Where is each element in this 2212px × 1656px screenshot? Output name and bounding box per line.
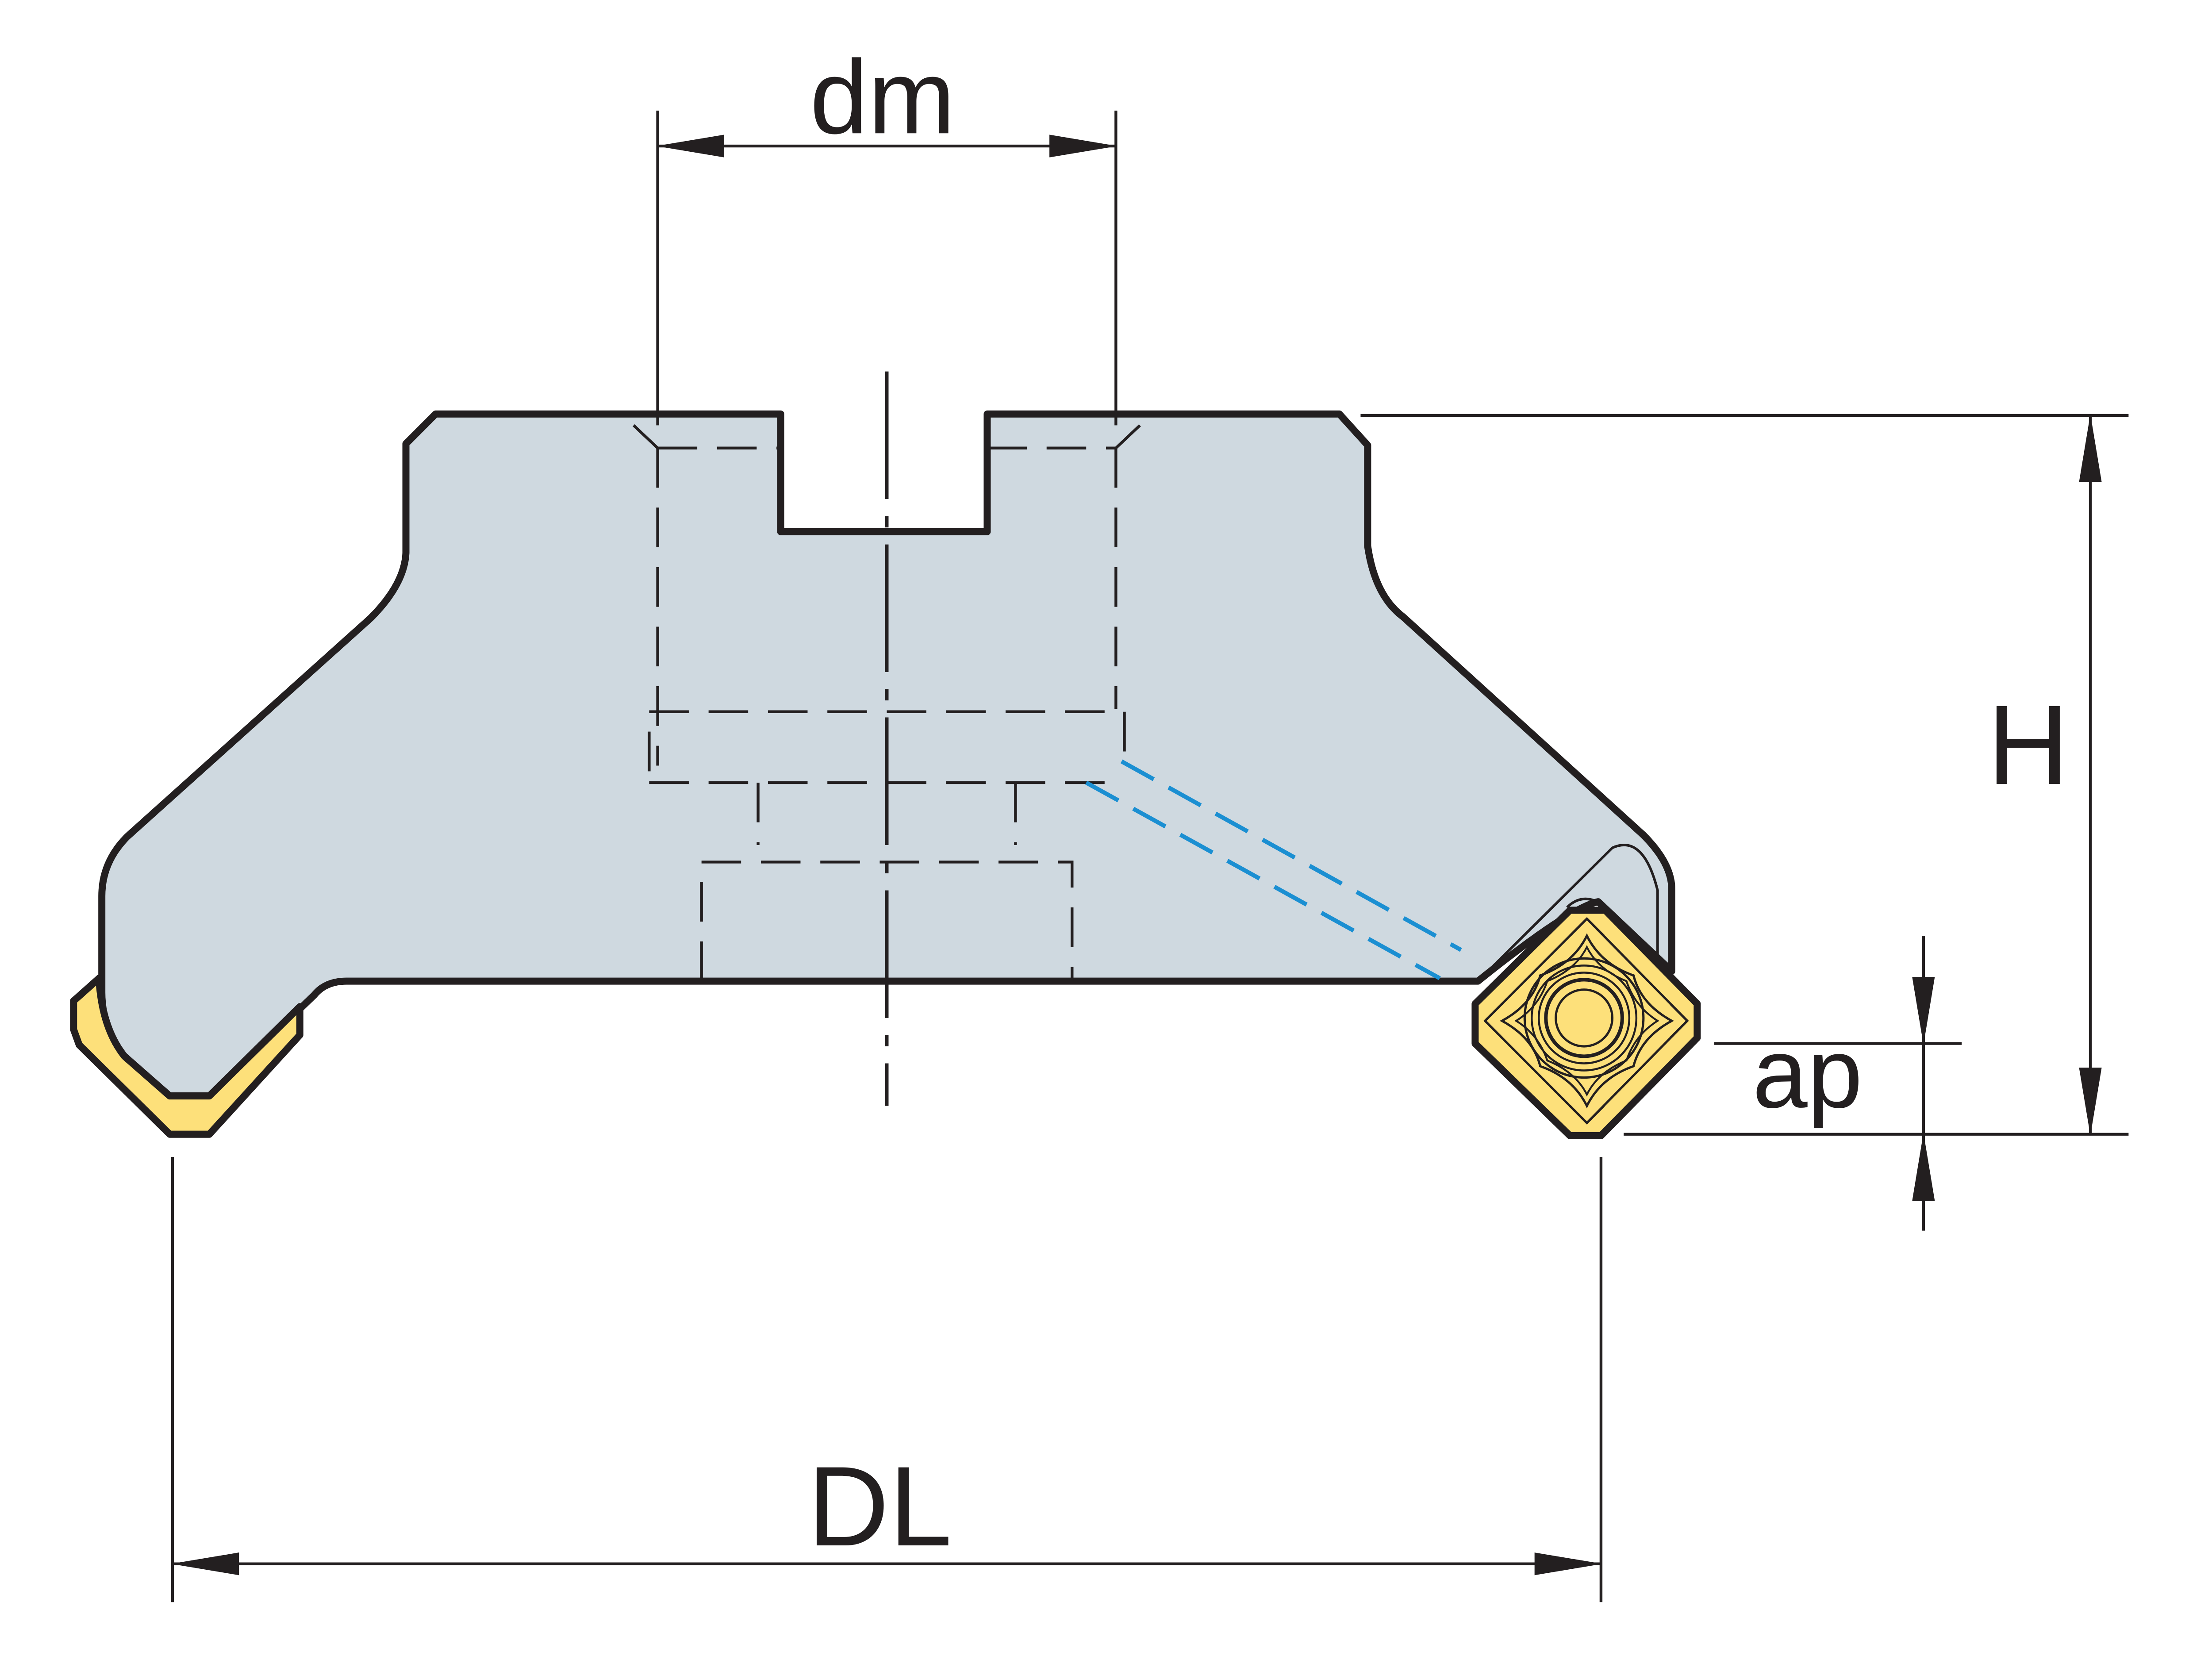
- right-insert: [1471, 907, 1701, 1139]
- h-label: H: [1987, 682, 2069, 808]
- bore-chamfers: [633, 424, 1141, 449]
- dl-label: DL: [807, 1443, 952, 1570]
- ap-label: ap: [1752, 1018, 1863, 1129]
- insert-pocket-outline: [1477, 844, 1659, 982]
- dm-dimension: [656, 110, 1118, 426]
- left-insert: [70, 975, 303, 1138]
- coolant-channel: [1085, 759, 1462, 980]
- h-dimension: [1360, 414, 2129, 1136]
- insert-pocket-notch: [1566, 898, 1608, 909]
- dl-dimension: [171, 1157, 1603, 1602]
- ap-dimension: [1714, 936, 1962, 1231]
- dm-label: dm: [810, 39, 956, 156]
